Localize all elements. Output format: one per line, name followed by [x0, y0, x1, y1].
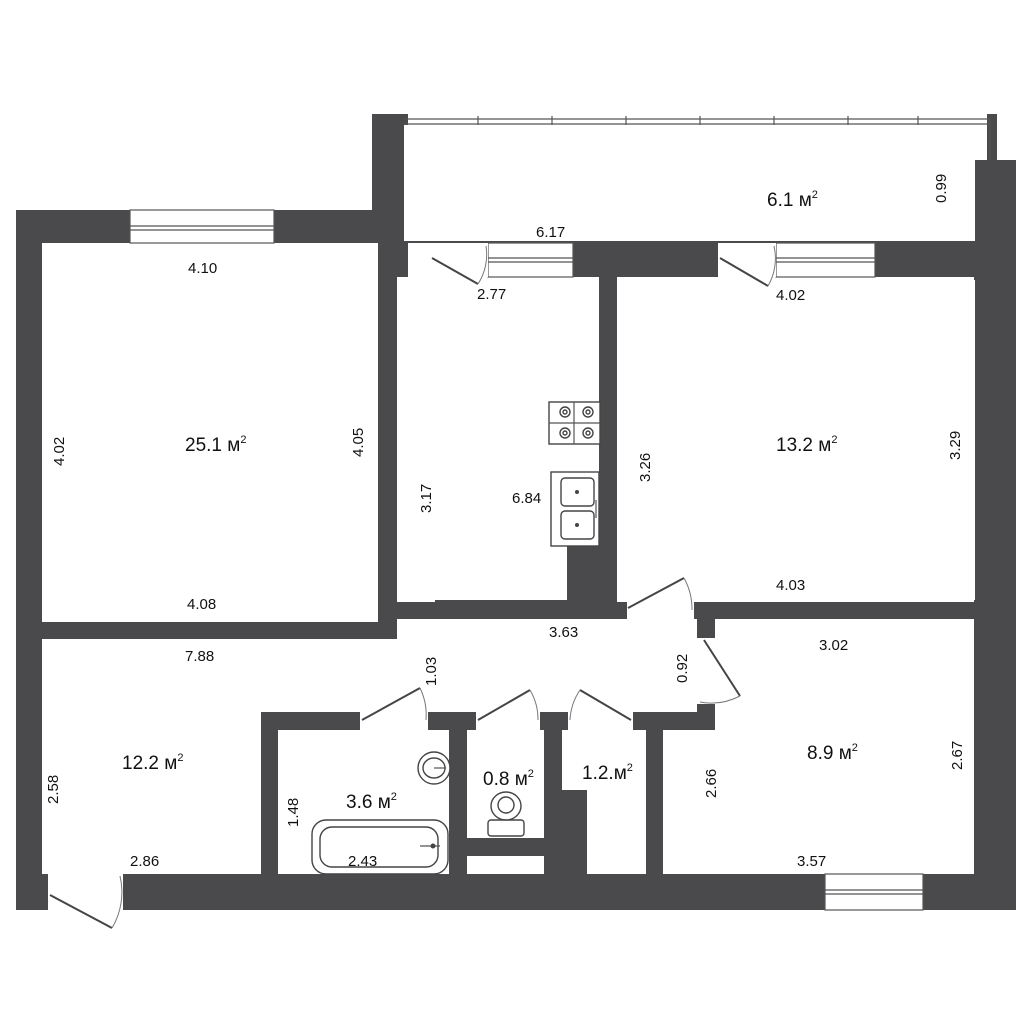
sink-icon [550, 471, 600, 547]
window-bedroom [775, 242, 876, 278]
closet-area: 1.2.м2 [582, 762, 633, 784]
balcony-floor [404, 125, 975, 241]
living-bottom-dim: 4.08 [187, 596, 216, 613]
bedroom-right-dim: 3.29 [947, 431, 964, 460]
bathtub-icon [311, 819, 449, 875]
bedroom-area: 13.2 м2 [776, 434, 837, 456]
bedroom-left-dim: 3.26 [637, 453, 654, 482]
living-top-dim: 4.10 [188, 260, 217, 277]
window-room-se [824, 873, 924, 911]
windows [129, 116, 991, 911]
room-sw-area: 12.2 м2 [122, 752, 183, 774]
hall-left-dim: 7.88 [185, 648, 214, 665]
doors [48, 243, 776, 929]
kitchen-counter-dim: 6.84 [512, 490, 541, 507]
living-room-area: 25.1 м2 [185, 434, 246, 456]
room-se-left-dim: 2.66 [703, 769, 720, 798]
room-sw-floor [42, 639, 261, 874]
balcony-length-dim: 6.17 [536, 224, 565, 241]
inner-walls [42, 277, 975, 874]
room-se-area: 8.9 м2 [807, 742, 858, 764]
living-right-dim: 4.05 [350, 428, 367, 457]
bedroom-bottom-dim: 4.03 [776, 577, 805, 594]
hall-width-dim: 0.92 [674, 654, 691, 683]
balcony-width-dim: 0.99 [933, 174, 950, 203]
kitchen-left-dim: 3.17 [418, 484, 435, 513]
room-sw-bottom-dim: 2.86 [130, 853, 159, 870]
balcony-area: 6.1 м2 [767, 189, 818, 211]
room-floors [42, 125, 975, 874]
room-se-right-dim: 2.67 [949, 741, 966, 770]
washbasin-icon [417, 751, 451, 785]
kitchen-top-dim: 2.77 [477, 286, 506, 303]
bedroom-floor [617, 277, 974, 602]
kitchen-fixtures [548, 401, 601, 547]
bathroom-left-dim: 1.48 [285, 798, 302, 827]
room-sw-left-dim: 2.58 [45, 775, 62, 804]
window-kitchen [487, 242, 574, 278]
living-left-dim: 4.02 [51, 437, 68, 466]
bedroom-top-dim: 4.02 [776, 287, 805, 304]
living-room-floor [42, 243, 378, 622]
toilet-icon [487, 791, 525, 837]
bathroom-fixtures [311, 751, 525, 875]
labels: 6.1 м2 6.17 0.99 25.1 м2 4.10 4.02 4.05 … [45, 174, 966, 870]
room-se-bottom-dim: 3.57 [797, 853, 826, 870]
toilet-area: 0.8 м2 [483, 768, 534, 790]
hall-length-dim: 3.63 [549, 624, 578, 641]
bathroom-bottom-dim: 2.43 [348, 853, 377, 870]
stove-icon [548, 401, 601, 445]
closet-floor [562, 730, 646, 790]
room-se-top-dim: 3.02 [819, 637, 848, 654]
hall-recess-dim: 1.03 [423, 657, 440, 686]
bathroom-area: 3.6 м2 [346, 791, 397, 813]
